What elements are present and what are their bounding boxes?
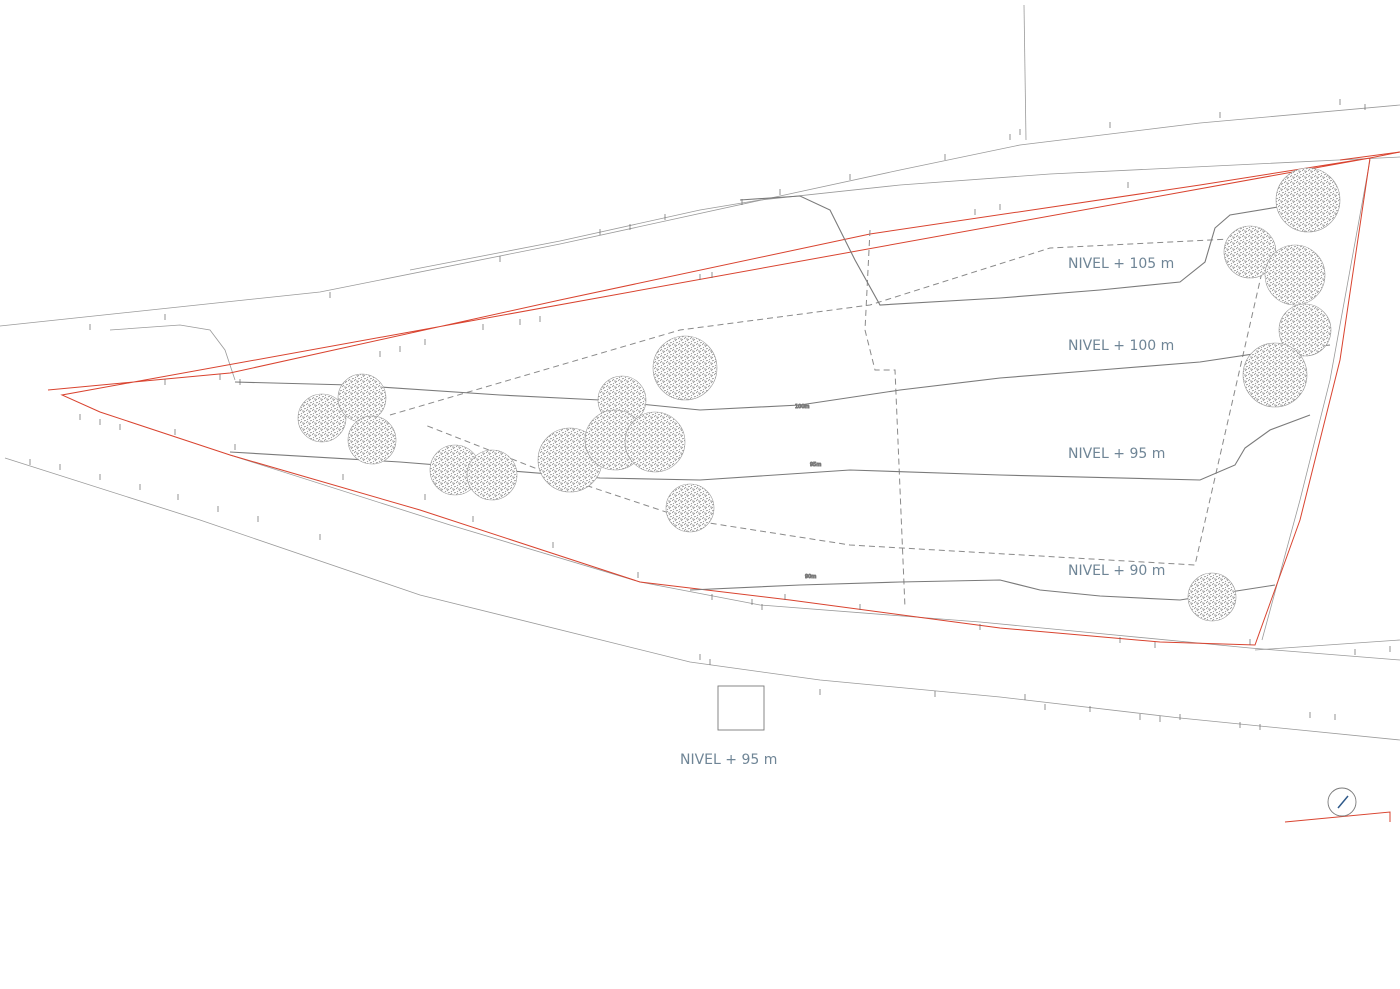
tree-icon [652,335,718,401]
level-label-95-lower: NIVEL + 95 m [680,752,777,768]
level-label-100: NIVEL + 100 m [1068,338,1174,354]
contour-105 [739,189,1331,306]
contour-90 [689,579,1276,601]
contour-tag-90: 90m [805,574,816,580]
north-vertical-line [1023,4,1027,141]
tree-icon [1187,572,1237,622]
tree-icon [624,411,686,473]
tree-icon [347,415,397,465]
tree-icon [1242,342,1308,408]
level-label-95: NIVEL + 95 m [1068,446,1165,462]
contour-100 [234,344,1331,411]
boundary-north-extension [1339,151,1400,161]
tree-icon [1278,303,1332,357]
lower-road-edge [4,457,1400,741]
platform-dashed-polygon [389,236,1271,566]
property-boundary [47,151,1400,823]
survey-marks [29,99,1391,730]
boundary-polygon [47,151,1400,646]
square-structure [717,685,765,731]
trees [297,167,1341,622]
contour-tag-100: 100m [795,404,810,410]
lower-road-inner [229,454,1400,661]
contour-lines: 100m 95m 90m [229,189,1331,601]
tree-icon [466,449,518,501]
upper-road-edge [0,104,1400,327]
contour-tag-95: 95m [810,462,821,468]
level-label-105: NIVEL + 105 m [1068,256,1174,272]
east-road-edge [1261,159,1371,641]
north-arrow-icon [1337,795,1349,809]
platform-outline [389,229,1271,609]
road-lines [0,4,1400,741]
east-corner-line [1254,639,1400,651]
upper-road-inner [409,156,1400,271]
tree-icon [1275,167,1341,233]
tree-icon [297,393,347,443]
west-access-line [109,324,236,381]
platform-divider [864,229,906,609]
tree-icon [665,483,715,533]
compass-icon [1327,787,1357,817]
level-label-90: NIVEL + 90 m [1068,563,1165,579]
lower-features [717,685,1357,817]
tree-icon [1264,244,1326,306]
contour-95 [229,414,1311,481]
tree-icon [337,373,387,423]
boundary-se-fragment [1284,811,1391,823]
